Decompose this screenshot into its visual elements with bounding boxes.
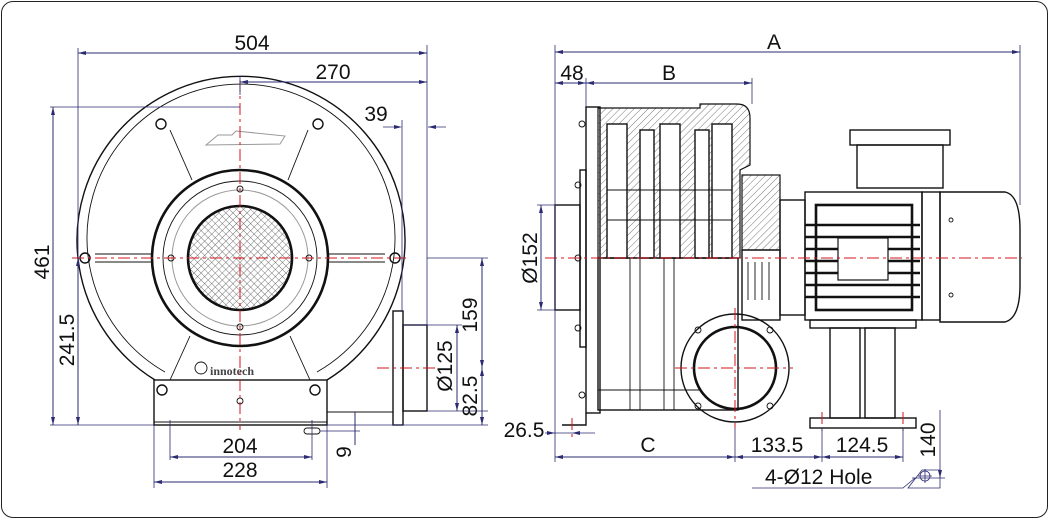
dim-124-5: 124.5 (836, 434, 889, 457)
inlet-flange (554, 106, 601, 426)
dim-133-5: 133.5 (751, 434, 804, 457)
hole-note: 4-Ø12 Hole (765, 466, 872, 489)
hole-symbol-icon (907, 469, 941, 489)
motor-foot (809, 319, 917, 429)
dim-270: 270 (315, 61, 350, 84)
dim-b: B (662, 62, 676, 85)
dim-a: A (767, 31, 781, 54)
dim-c: C (640, 434, 655, 457)
dim-140: 140 (917, 422, 940, 457)
dim-dia-152: Ø152 (519, 232, 542, 283)
dim-82-5: 82.5 (459, 376, 482, 417)
centerlines (72, 80, 435, 430)
dim-159: 159 (459, 297, 482, 332)
motor (779, 129, 1021, 323)
dim-241-5: 241.5 (56, 314, 79, 367)
front-view: innotech (31, 32, 488, 488)
logo: innotech (194, 361, 254, 378)
dim-48: 48 (560, 62, 583, 85)
dim-26-5: 26.5 (504, 419, 545, 442)
dim-204: 204 (222, 435, 257, 458)
centerlines (545, 257, 1022, 440)
dim-228: 228 (222, 459, 257, 482)
svg-text:innotech: innotech (210, 364, 254, 378)
dim-461: 461 (31, 244, 54, 279)
dim-39: 39 (364, 103, 387, 126)
dim-9: 9 (333, 446, 356, 458)
blower-stages (597, 103, 781, 411)
side-view: A 48 B Ø152 26.5 C 133.5 124.5 140 4-Ø12… (504, 31, 1022, 489)
dim-dia-125: Ø125 (434, 340, 457, 391)
front-dimensions: 504 270 39 461 241.5 159 Ø125 82.5 9 204… (31, 32, 488, 488)
dim-504: 504 (234, 32, 269, 55)
side-dimensions: A 48 B Ø152 26.5 C 133.5 124.5 140 4-Ø12… (504, 31, 1021, 489)
